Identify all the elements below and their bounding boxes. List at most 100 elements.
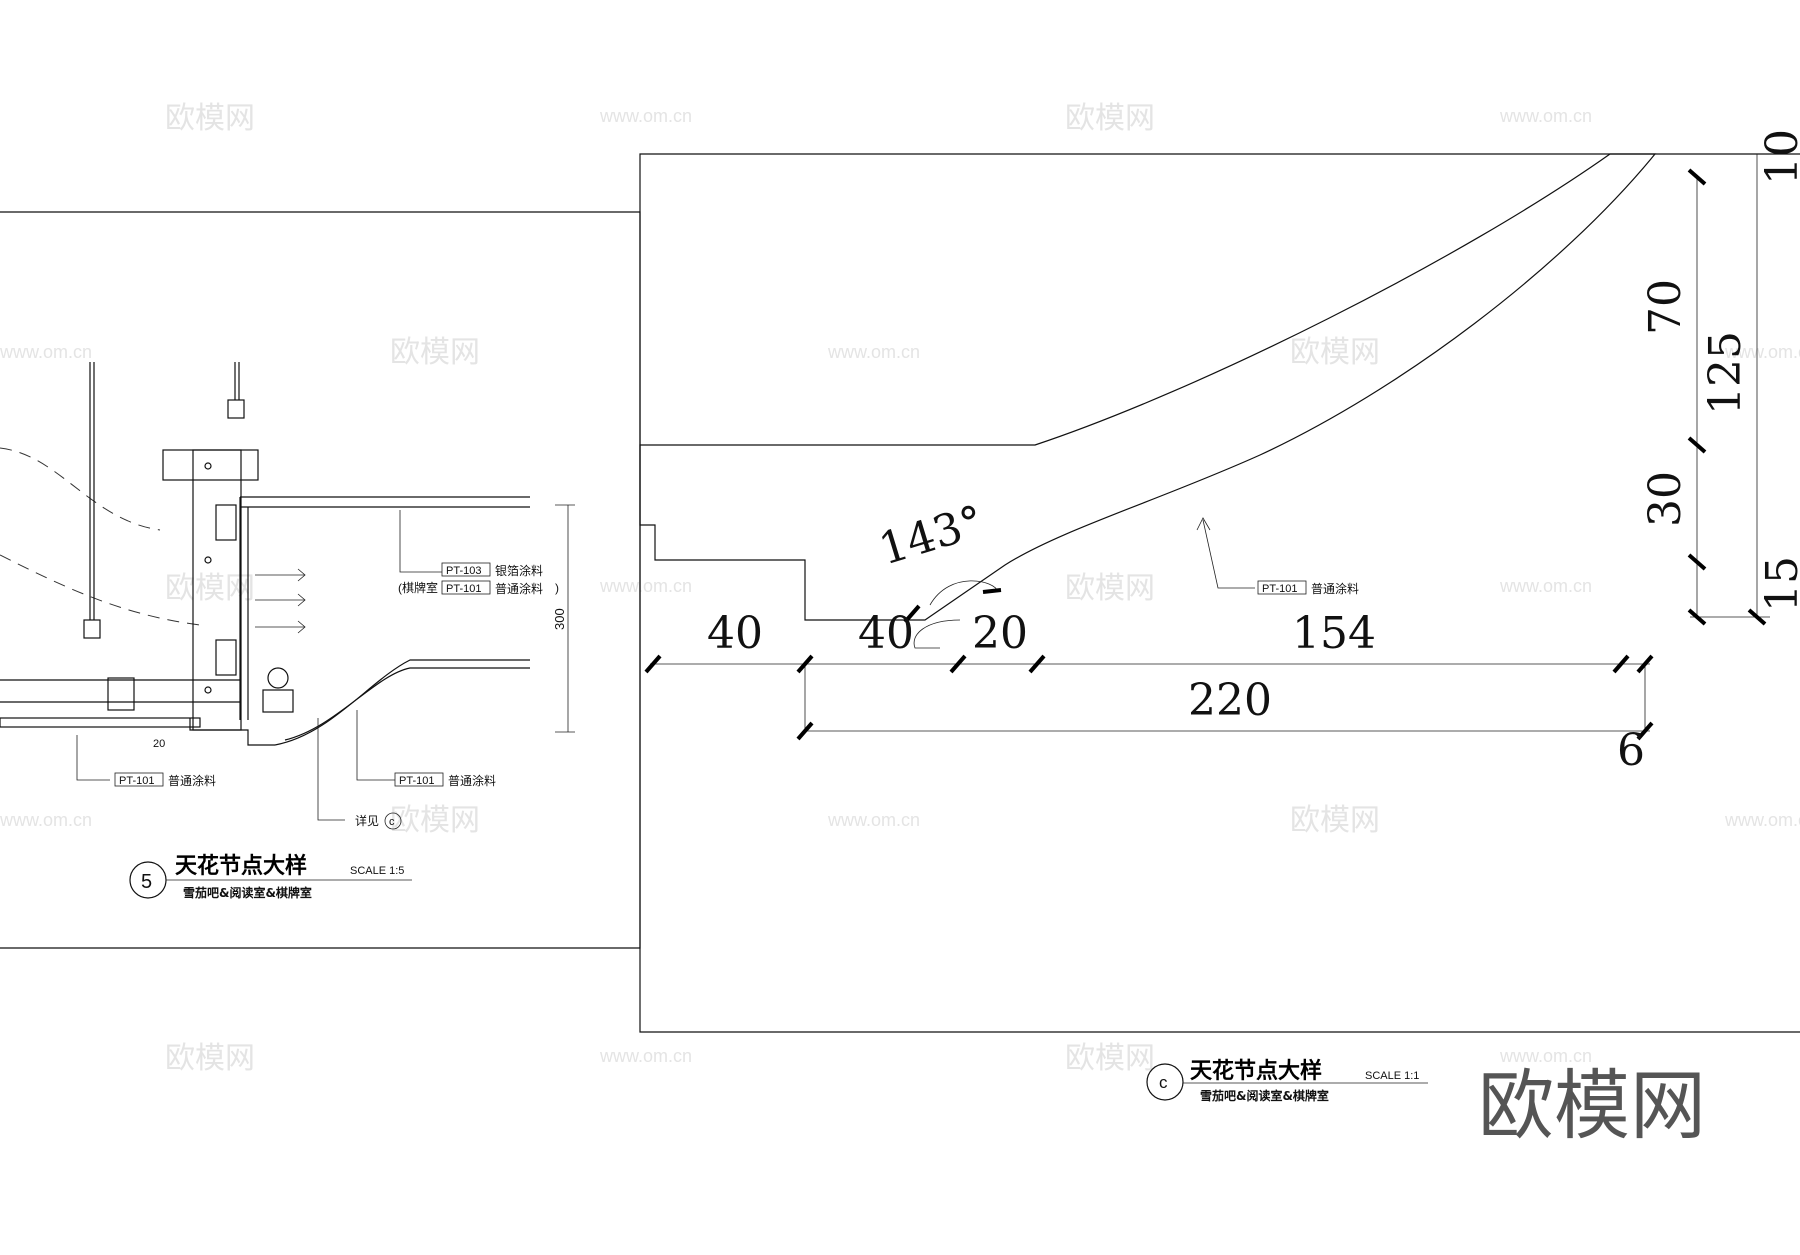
watermark-text: 欧模网 <box>390 335 480 370</box>
watermark-url: www.om.cn <box>599 106 692 126</box>
watermark-text: 欧模网 <box>1065 571 1155 606</box>
curved-ceiling <box>274 659 530 746</box>
dim-20: 20 <box>153 738 165 750</box>
detail-title: 天花节点大样 <box>1190 1058 1322 1084</box>
see-detail-ref-letter: c <box>389 816 395 828</box>
callout-pt101-left: PT-101 普通涂料 <box>114 772 216 788</box>
panel-frame <box>639 153 1800 1033</box>
dim-tick <box>1636 721 1654 741</box>
dim-tick <box>949 654 967 674</box>
dim-right-5: 10 <box>1757 129 1800 185</box>
curved-ceiling <box>284 667 530 741</box>
dim-tick <box>1612 654 1630 674</box>
callout-pt103: PT-103 银箔涂料 <box>441 562 543 578</box>
watermark-url: www.om.cn <box>1499 1046 1592 1066</box>
detail-number-circle <box>1146 1063 1184 1101</box>
watermark-text: 欧模网 <box>1290 803 1380 838</box>
hanger-clamp <box>83 619 101 639</box>
ref-circle <box>384 812 402 830</box>
dashed-curve <box>0 554 201 626</box>
dim-tick <box>796 721 814 741</box>
dim-bottom-2: 40 <box>858 608 914 659</box>
dim-tick <box>644 654 662 674</box>
groove-arc <box>929 580 999 606</box>
callout-suffix: ) <box>555 581 559 595</box>
dim-tick <box>1687 553 1707 571</box>
detail-c-title-block: c 天花节点大样 SCALE 1:1 雪茄吧&阅读室&棋牌室 <box>1146 1058 1428 1103</box>
dim-total: 220 <box>1188 675 1272 726</box>
dim-right-2: 30 <box>1640 471 1691 527</box>
light-arrows <box>255 568 306 634</box>
screw-icon <box>204 462 212 470</box>
callout-text: 银箔涂料 <box>495 563 543 578</box>
code-box <box>114 772 164 787</box>
angle-label: 143° <box>873 496 989 576</box>
dim-tick <box>982 588 1002 594</box>
dim-300: 300 <box>552 608 567 630</box>
watermark-url: www.om.cn <box>827 342 920 362</box>
dim-tick <box>903 604 921 624</box>
leader-line <box>1202 519 1255 589</box>
dim-tick <box>1747 608 1767 626</box>
watermark-url: www.om.cn <box>1499 576 1592 596</box>
dim-tick <box>796 654 814 674</box>
dim-right-1: 70 <box>1640 279 1691 335</box>
light-base <box>262 689 294 713</box>
dim-tick <box>1636 654 1654 674</box>
watermark-text: 欧模网 <box>165 1041 255 1076</box>
code-box <box>441 580 491 595</box>
groove-arc <box>913 619 961 649</box>
callout-text: 普通涂料 <box>168 773 216 788</box>
see-detail-label: 详见 <box>355 813 379 828</box>
watermark-text: 欧模网 <box>1065 101 1155 136</box>
detail-title: 天花节点大样 <box>175 853 307 879</box>
code-box <box>1257 580 1307 595</box>
leader-line <box>356 710 395 781</box>
watermark-url: www.om.cn <box>1499 106 1592 126</box>
dim-right-4: 15 <box>1757 556 1800 612</box>
watermark-layer: 欧模网 www.om.cn 欧模网 www.om.cn www.om.cn 欧模… <box>0 101 1800 1076</box>
detail-scale: SCALE 1:1 <box>1365 1070 1419 1082</box>
dim-right-3: 125 <box>1700 331 1751 415</box>
callout-text: 普通涂料 <box>448 773 496 788</box>
watermark-url: www.om.cn <box>599 1046 692 1066</box>
light-fixture-icon <box>267 667 289 689</box>
detail-c-panel: 143° PT-101 普通涂料 40 40 20 154 220 6 <box>639 129 1800 1103</box>
callout-pt101-room: (棋牌室 PT-101 普通涂料 ) <box>398 580 559 596</box>
detail-subtitle: 雪茄吧&阅读室&棋牌室 <box>1200 1088 1329 1103</box>
dashed-curve <box>0 447 161 531</box>
watermark-url: www.om.cn <box>1724 810 1800 830</box>
dim-tick <box>1028 654 1046 674</box>
callout-text: 普通涂料 <box>1311 581 1359 596</box>
keel-clip <box>215 639 237 676</box>
ceiling-board <box>0 717 201 728</box>
leader-line <box>399 510 442 573</box>
dim-tick <box>1687 436 1707 454</box>
dim-tick <box>1687 608 1707 626</box>
ceiling-profile <box>639 153 1657 621</box>
watermark-url: www.om.cn <box>0 810 92 830</box>
dim-tick <box>1687 168 1707 186</box>
callout-pt101-mid: PT-101 普通涂料 <box>394 772 496 788</box>
watermark-url: www.om.cn <box>827 810 920 830</box>
hanger-clamp <box>227 399 245 419</box>
detail-5-title-block: 5 天花节点大样 SCALE 1:5 雪茄吧&阅读室&棋牌室 <box>129 853 412 900</box>
watermark-url: www.om.cn <box>1724 342 1800 362</box>
leader-line <box>317 718 345 821</box>
channel-clip <box>107 677 135 711</box>
dim-bottom-1: 40 <box>707 608 763 659</box>
watermark-text: 欧模网 <box>1065 1041 1155 1076</box>
callout-pt101: PT-101 普通涂料 <box>1257 580 1359 596</box>
keel-clip <box>215 504 237 541</box>
dim-six: 6 <box>1617 725 1645 776</box>
watermark-text: 欧模网 <box>1290 335 1380 370</box>
watermark-url: www.om.cn <box>599 576 692 596</box>
detail-5-panel: 300 20 PT-103 银箔涂料 (棋牌室 PT-101 普通涂料 ) PT… <box>0 211 641 949</box>
dim-bottom-3: 20 <box>972 608 1028 659</box>
code-box <box>394 772 444 787</box>
brand-logo: 欧模网 <box>1478 1061 1706 1150</box>
callout-code: PT-101 <box>446 583 481 595</box>
watermark-text: 欧模网 <box>165 101 255 136</box>
callout-text: 普通涂料 <box>495 581 543 596</box>
